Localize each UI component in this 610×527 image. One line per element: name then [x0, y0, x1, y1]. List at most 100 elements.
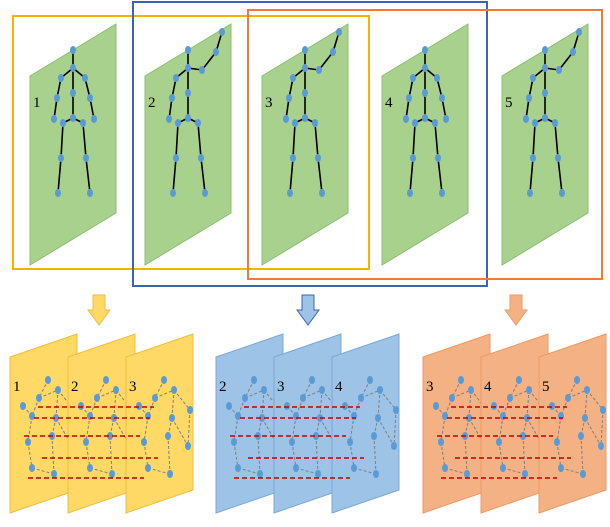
- graph-node: [558, 464, 564, 472]
- skeleton-joint: [432, 119, 438, 127]
- graph-edge: [109, 435, 113, 475]
- skeleton-joint: [185, 89, 191, 97]
- graph-edge: [302, 389, 323, 399]
- graph-node: [257, 470, 263, 478]
- graph-plane: [215, 333, 284, 514]
- skeleton-joint: [530, 74, 536, 82]
- graph-edge: [171, 417, 189, 447]
- skeleton-bone: [201, 51, 217, 71]
- graph-panel: 4: [331, 333, 400, 514]
- graph-node: [55, 386, 61, 394]
- graph-node: [373, 470, 379, 478]
- skeleton-bone: [82, 122, 87, 159]
- frame-label: 5: [505, 95, 513, 111]
- graph-node: [433, 402, 439, 410]
- graph-edge: [464, 435, 468, 475]
- graph-node: [442, 464, 448, 472]
- skeleton-joint: [312, 119, 318, 127]
- skeleton-joint: [302, 46, 308, 54]
- graph-panel: 3: [273, 333, 342, 514]
- graph-node: [300, 394, 306, 402]
- skeleton-joint: [70, 46, 76, 54]
- graph-node: [507, 394, 513, 402]
- skeleton-bone: [200, 157, 206, 194]
- graph-node: [342, 402, 348, 410]
- skeleton-joint: [51, 115, 57, 123]
- skeleton-joint: [54, 94, 60, 102]
- skeleton-joint: [570, 48, 576, 56]
- skeleton-joint: [552, 119, 558, 127]
- graph-node: [358, 394, 364, 402]
- graph-edge: [143, 415, 149, 443]
- graph-node: [171, 386, 177, 394]
- graph-node: [458, 376, 464, 384]
- group-box-2-4: [132, 1, 488, 287]
- skeleton-joint: [87, 94, 93, 102]
- graph-node: [242, 394, 248, 402]
- graph-edge: [440, 415, 446, 443]
- skeleton-joint: [576, 28, 582, 36]
- skeleton-joint: [173, 74, 179, 82]
- skeleton-joint: [58, 154, 64, 162]
- graph-edge: [27, 441, 33, 469]
- graph-node: [109, 470, 115, 478]
- skeleton-joint: [530, 154, 536, 162]
- skeleton-joint: [195, 119, 201, 127]
- skeleton-joint: [283, 115, 289, 123]
- skeleton: [166, 28, 225, 197]
- graph-edge: [556, 441, 562, 469]
- skeleton-joint: [526, 94, 532, 102]
- skeleton-joint: [555, 154, 561, 162]
- graph-node: [584, 386, 590, 394]
- graph-edge: [522, 435, 526, 475]
- skeleton-joint: [292, 119, 298, 127]
- graph-edge: [502, 467, 526, 475]
- graph-edge: [257, 435, 261, 475]
- graph-node: [347, 438, 353, 446]
- graph-node: [289, 438, 295, 446]
- graph-edge: [349, 415, 355, 443]
- graph-plane: [331, 333, 400, 514]
- graph-panel: 2: [215, 333, 284, 514]
- graph-node: [466, 414, 472, 422]
- skeleton-bone: [60, 122, 64, 159]
- skeleton-joint: [315, 154, 321, 162]
- skeleton-joint: [403, 115, 409, 123]
- graph-node: [600, 406, 606, 414]
- skeleton-joint: [410, 154, 416, 162]
- graph-node: [449, 394, 455, 402]
- graph-node: [226, 402, 232, 410]
- skeleton-joint: [439, 94, 445, 102]
- skeleton-joint: [532, 119, 538, 127]
- skeleton-joint: [319, 189, 325, 197]
- graph-edge: [85, 441, 91, 469]
- graph-panel: 3: [422, 333, 491, 514]
- graph-edge: [600, 409, 604, 447]
- skeleton-joint: [290, 74, 296, 82]
- graph-node: [491, 402, 497, 410]
- frame-label: 4: [385, 95, 393, 111]
- graph-panel-label: 3: [277, 379, 285, 395]
- skeleton-bone: [175, 122, 179, 159]
- graph-node: [442, 412, 448, 420]
- skeleton-joint: [422, 64, 428, 72]
- graph-panel-label: 2: [71, 379, 79, 395]
- skeleton-joint: [559, 189, 565, 197]
- graph-plane: [9, 333, 78, 514]
- graph-edge: [167, 435, 171, 475]
- graph-edge: [353, 467, 377, 475]
- graph-node: [45, 376, 51, 384]
- graph-node: [145, 464, 151, 472]
- down-arrow-icon: [87, 294, 111, 326]
- skeleton: [283, 28, 342, 197]
- graph-node: [167, 470, 173, 478]
- graph-node: [284, 402, 290, 410]
- skeleton-joint: [336, 28, 342, 36]
- skeleton-joint: [199, 66, 205, 74]
- skeleton-joint: [439, 189, 445, 197]
- graph-panel: 5: [538, 333, 607, 514]
- frame-plane: [381, 23, 469, 266]
- skeleton-joint: [422, 89, 428, 97]
